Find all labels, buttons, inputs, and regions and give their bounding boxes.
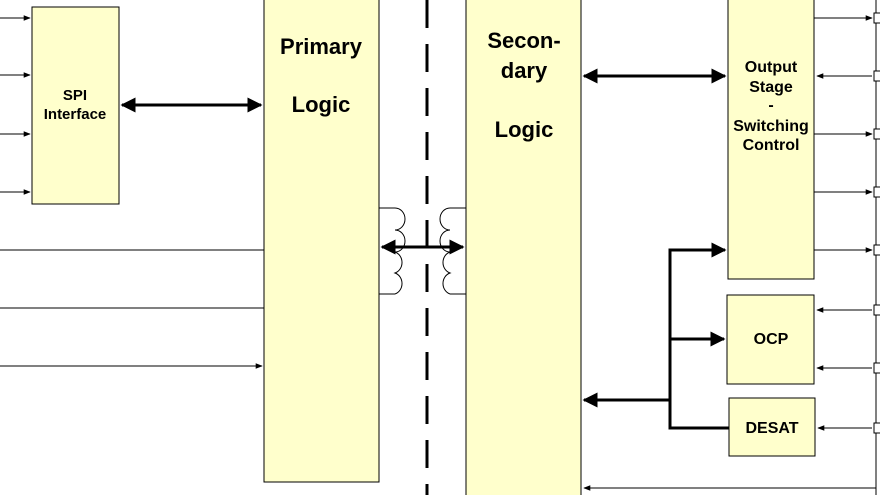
pin-squares [873,12,880,434]
secondary-logic-block [465,0,582,495]
output-stage-label-line4: Switching [733,118,809,135]
output-stage-pins [814,15,873,253]
output-stage-label-line1: Output [745,59,798,76]
secondary-label-line1: Secon- [487,28,560,53]
ocp-block [726,294,815,385]
spi-label-line1: SPI [63,87,87,104]
spi-interface-block [31,6,120,205]
output-stage-label-line3: - [768,97,773,114]
isolation-transformer [379,207,466,295]
output-stage-label-line5: Control [743,137,800,154]
primary-label-line1: Primary [280,34,363,59]
spi-input-wires [0,15,31,195]
output-stage-block [727,0,815,280]
primary-label-line2: Logic [292,92,351,117]
fault-feedback-bus [582,242,729,430]
secondary-label-line3: Logic [495,117,554,142]
secondary-label-line2: dary [501,58,548,83]
spi-label-line2: Interface [44,106,107,123]
primary-input-wires [0,249,264,369]
ocp-label: OCP [754,331,789,348]
protection-pins [816,307,872,431]
desat-block [728,397,816,457]
desat-label: DESAT [745,420,798,437]
output-stage-label-line2: Stage [749,79,793,96]
primary-logic-block [263,0,380,483]
